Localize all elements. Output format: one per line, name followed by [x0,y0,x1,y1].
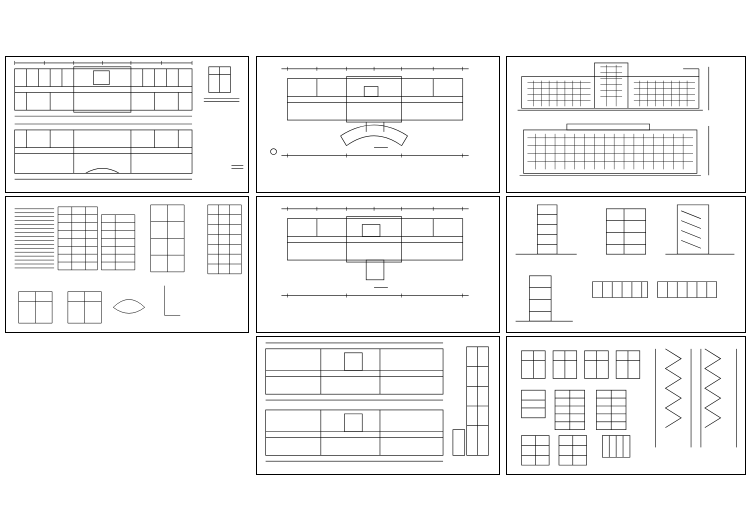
drawing-sheet-stair-details [506,336,746,475]
notes-and-schedules-drawing [6,197,248,332]
drawing-sheet-plan-curved [256,56,500,193]
drawing-sheet-sections [506,196,746,333]
ground-floor-plan-drawing [257,57,499,192]
floor-plans-drawing [6,57,248,192]
drawing-sheet-elevations [506,56,746,193]
drawing-sheet-notes [5,196,249,333]
drawing-sheet-plans-lower [256,336,500,475]
typical-floor-plans-drawing [257,337,499,474]
elevations-drawing [507,57,745,192]
upper-floor-plan-drawing [257,197,499,332]
drawing-sheet-plan-entry [256,196,500,333]
drawing-sheet-plans-upper [5,56,249,193]
stair-and-door-details-drawing [507,337,745,474]
building-sections-drawing [507,197,745,332]
